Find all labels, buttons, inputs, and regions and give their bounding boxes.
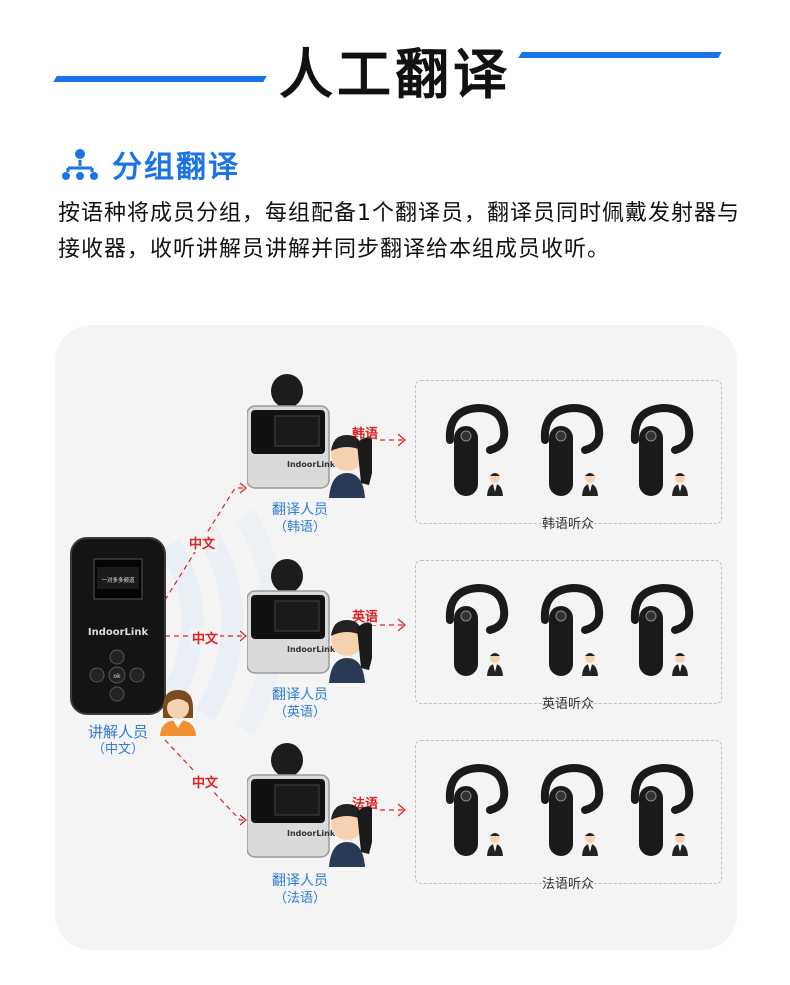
- translator-brand-korean: IndoorLink: [287, 460, 336, 469]
- speaker-language: （中文）: [91, 742, 144, 757]
- group-icon: [62, 149, 98, 180]
- speaker-screen-text: 一对多多频道: [101, 576, 135, 584]
- speaker-role: 讲解人员: [87, 723, 148, 741]
- page-title: 人工翻译: [279, 43, 511, 106]
- earpiece-receiver-icon: [625, 400, 705, 504]
- translator-label-english: 翻译人员 （英语）: [240, 687, 360, 721]
- translator-role-english: 翻译人员: [272, 687, 328, 703]
- link-label-korean: 韩语: [350, 423, 381, 442]
- translator-unit-korean: IndoorLink: [246, 373, 377, 502]
- translator-language-english: （英语）: [273, 705, 326, 720]
- translator-unit-english: IndoorLink: [246, 558, 377, 687]
- speaker-label: 讲解人员 （中文）: [58, 724, 178, 758]
- section-heading: 分组翻译: [60, 142, 240, 186]
- diagram-panel: [55, 325, 737, 950]
- translator-language-french: （法语）: [273, 891, 326, 906]
- earpiece-receiver-icon: [625, 760, 705, 864]
- earpiece-receiver-icon: [440, 580, 520, 684]
- audience-label-french: 法语听众: [541, 877, 594, 892]
- translator-language-korean: （韩语）: [273, 520, 326, 535]
- audience-group-english: [415, 560, 722, 704]
- audience-group-french: [415, 740, 722, 884]
- link-label-chinese-3: 中文: [190, 772, 221, 791]
- description-text: 按语种将成员分组，每组配备1个翻译员，翻译员同时佩戴发射器与接收器，收听讲解员讲…: [58, 201, 740, 262]
- link-label-english: 英语: [350, 606, 381, 625]
- audience-label-korean: 韩语听众: [541, 517, 594, 532]
- translator-role-french: 翻译人员: [272, 873, 328, 889]
- translator-label-french: 翻译人员 （法语）: [240, 873, 360, 907]
- speaker-avatar: [155, 688, 201, 740]
- translator-label-korean: 翻译人员 （韩语）: [240, 502, 360, 536]
- translator-unit-french: IndoorLink: [246, 742, 377, 871]
- speaker-transmitter: 一对多多频道 IndoorLink ok: [70, 537, 166, 719]
- audience-group-korean: [415, 380, 722, 524]
- earpiece-receiver-icon: [625, 580, 705, 684]
- section-title: 分组翻译: [112, 150, 240, 185]
- speaker-brand: IndoorLink: [88, 627, 149, 638]
- earpiece-receiver-icon: [440, 400, 520, 504]
- earpiece-receiver-icon: [535, 760, 615, 864]
- link-label-chinese-2: 中文: [190, 628, 221, 647]
- translator-brand-english: IndoorLink: [287, 645, 336, 654]
- earpiece-receiver-icon: [535, 400, 615, 504]
- translator-role-korean: 翻译人员: [272, 502, 328, 518]
- earpiece-receiver-icon: [440, 760, 520, 864]
- link-label-chinese-1: 中文: [187, 533, 218, 552]
- audience-label-english: 英语听众: [541, 697, 594, 712]
- translator-brand-french: IndoorLink: [287, 829, 336, 838]
- speaker-ok-label: ok: [113, 673, 121, 680]
- earpiece-receiver-icon: [535, 580, 615, 684]
